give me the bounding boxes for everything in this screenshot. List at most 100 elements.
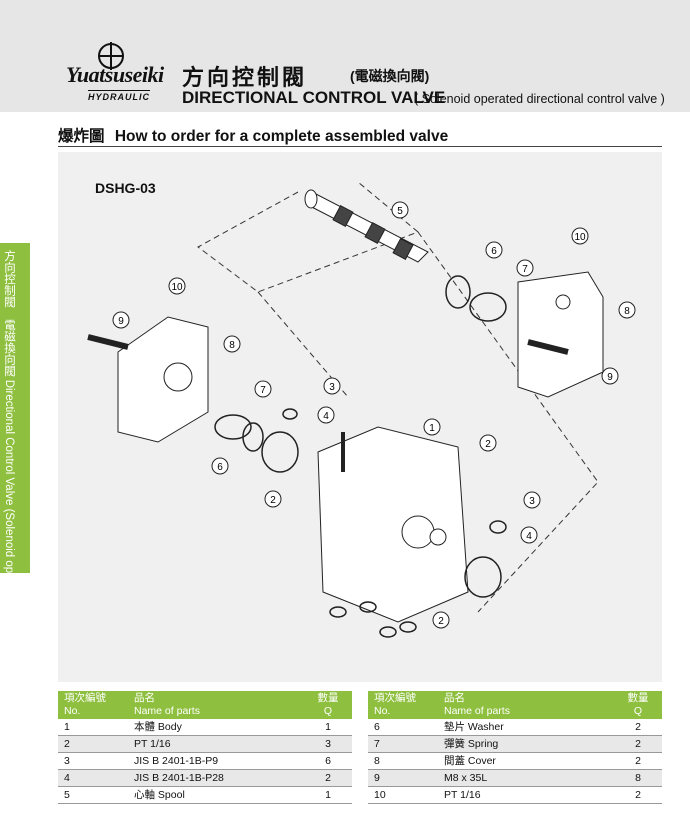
spool-part: [304, 189, 429, 263]
cell-name: 彈簧 Spring: [438, 735, 614, 753]
header-name-en: Name of parts: [444, 705, 510, 717]
svg-text:8: 8: [624, 306, 630, 317]
title-english: DIRECTIONAL CONTROL VALVE: [182, 88, 446, 107]
right-cover-part: [517, 271, 604, 398]
cell-name: 本體 Body: [128, 719, 304, 736]
callout-4-top: 4: [317, 406, 335, 424]
cell-q: 2: [614, 786, 662, 804]
callout-8-right: 8: [618, 301, 636, 319]
callout-10-left: 10: [168, 277, 186, 295]
svg-text:2: 2: [270, 495, 276, 506]
title-chinese-sub: (電磁換向閥): [350, 68, 430, 84]
model-label: DSHG-03: [95, 180, 156, 196]
title-chinese: 方向控制閥: [182, 65, 308, 90]
svg-text:6: 6: [217, 462, 223, 473]
callout-4-right: 4: [520, 526, 538, 544]
header-no-cn: 項次編號: [64, 692, 106, 704]
svg-text:5: 5: [397, 206, 403, 217]
callout-markers: 5 10 6 7 8 9 10 9 8 7 3 4 1 2 6 2 3 4 2: [112, 201, 636, 629]
header-name-cn: 品名: [444, 692, 465, 704]
cell-q: 6: [304, 752, 352, 770]
header-name-cn: 品名: [134, 692, 155, 704]
section-heading: 爆炸圖 How to order for a complete assemble…: [58, 124, 448, 146]
cell-q: 2: [614, 735, 662, 753]
cell-no: 6: [368, 719, 438, 736]
cell-no: 9: [368, 769, 438, 787]
cell-no: 7: [368, 735, 438, 753]
cell-name: M8 x 35L: [438, 769, 614, 787]
callout-1: 1: [423, 418, 441, 436]
cell-q: 2: [304, 769, 352, 787]
cell-name: JIS B 2401-1B-P9: [128, 752, 304, 770]
cell-name: PT 1/16: [438, 786, 614, 804]
callout-8-left: 8: [223, 335, 241, 353]
left-cover-part: [87, 316, 209, 443]
header-q-cn: 數量: [627, 692, 649, 704]
side-tab-label: 方向控制閥 電磁換向閥 Directional Control Valve (S…: [3, 250, 15, 733]
cell-no: 4: [58, 769, 128, 787]
callout-5: 5: [391, 201, 409, 219]
header-q-en: Q: [633, 705, 643, 717]
valve-body-part: [317, 426, 469, 623]
section-title-cn: 爆炸圖: [58, 128, 105, 145]
svg-text:9: 9: [118, 316, 124, 327]
cell-no: 2: [58, 735, 128, 753]
cell-q: 1: [304, 719, 352, 736]
header-no-en: No.: [374, 705, 391, 717]
cell-q: 3: [304, 735, 352, 753]
svg-text:3: 3: [329, 382, 335, 393]
cell-no: 5: [58, 786, 128, 804]
callout-2-left: 2: [264, 490, 282, 508]
cell-name: PT 1/16: [128, 735, 304, 753]
svg-text:9: 9: [607, 372, 613, 383]
svg-text:4: 4: [526, 531, 532, 542]
callout-9-right: 9: [601, 367, 619, 385]
svg-text:8: 8: [229, 340, 235, 351]
section-divider: [58, 146, 662, 147]
svg-text:2: 2: [485, 439, 491, 450]
cell-name: 間蓋 Cover: [438, 752, 614, 770]
exploded-view-drawing: 5 10 6 7 8 9 10 9 8 7 3 4 1 2 6 2 3 4 2: [87, 181, 636, 638]
cell-name: 墊片 Washer: [438, 719, 614, 736]
springs-and-seals: [214, 275, 507, 638]
svg-text:7: 7: [522, 264, 528, 275]
header-no-en: No.: [64, 705, 81, 717]
side-tab: [0, 243, 30, 573]
cell-q: 2: [614, 752, 662, 770]
svg-text:1: 1: [429, 423, 435, 434]
page-header: Yuatsuseiki HYDRAULIC 方向控制閥 (電磁換向閥) DIRE…: [0, 0, 690, 112]
svg-text:3: 3: [529, 496, 535, 507]
logo-icon: [98, 42, 124, 70]
cell-no: 10: [368, 786, 438, 804]
section-title-en: How to order for a complete assembled va…: [114, 128, 449, 145]
title-english-sub: ( Solenoid operated directional control …: [414, 92, 665, 106]
callout-7-right: 7: [516, 259, 534, 277]
callout-2-right: 2: [479, 434, 497, 452]
header-q-cn: 數量: [317, 692, 339, 704]
cell-no: 8: [368, 752, 438, 770]
svg-text:2: 2: [438, 616, 444, 627]
svg-text:6: 6: [491, 246, 497, 257]
cell-no: 1: [58, 719, 128, 736]
cell-q: 8: [614, 769, 662, 787]
callout-6-left: 6: [211, 457, 229, 475]
cell-no: 3: [58, 752, 128, 770]
callout-10-right: 10: [571, 227, 589, 245]
svg-text:7: 7: [260, 385, 266, 396]
callout-3-right: 3: [523, 491, 541, 509]
cell-q: 2: [614, 719, 662, 736]
brand-name: Yuatsuseiki: [66, 62, 164, 87]
header-name-en: Name of parts: [134, 705, 200, 717]
